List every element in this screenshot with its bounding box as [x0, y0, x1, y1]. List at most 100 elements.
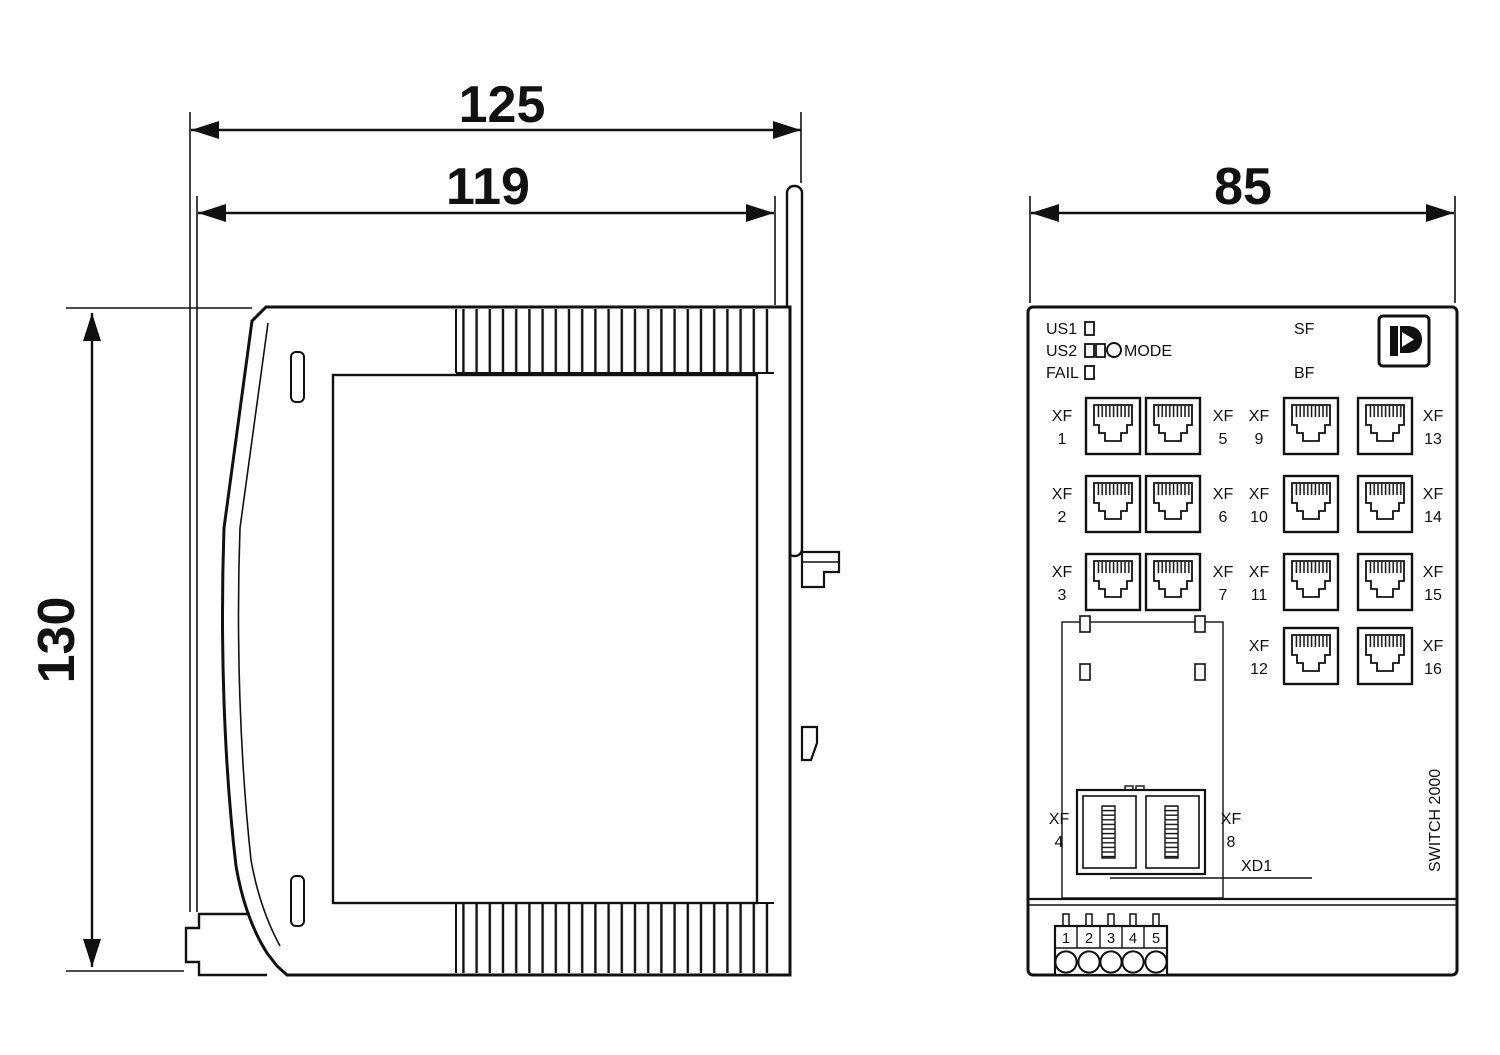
port-group-left: XF 1 XF 2 XF 3 XF 5 XF 6 XF 7: [1052, 396, 1234, 612]
terminal-screw-1: [1054, 950, 1078, 974]
rj45-port-xf10: [1282, 474, 1340, 534]
svg-text:8: 8: [1227, 834, 1236, 851]
front-slot-top: [290, 351, 305, 403]
port-label-xf12: XF 12: [1249, 638, 1270, 678]
rj45-port-xf7: [1144, 552, 1202, 612]
svg-text:XF: XF: [1423, 638, 1444, 655]
port-label-xf2: XF 2: [1052, 486, 1073, 526]
terminal-pin-label-1: 1: [1062, 931, 1070, 947]
svg-text:11: 11: [1251, 587, 1268, 604]
port-label-xf11: XF 11: [1249, 564, 1270, 604]
sfp-slot-xf4: [1082, 795, 1137, 869]
front-view: 8 5 US1 US2 FAIL MODE SF BF: [1026, 158, 1459, 977]
arrowhead-right: [773, 121, 801, 139]
port-label-xf6: XF 6: [1213, 486, 1234, 526]
rj45-port-xf14: [1356, 474, 1414, 534]
rj45-port-xf2: [1084, 474, 1142, 534]
svg-text:13: 13: [1424, 431, 1442, 448]
svg-text:2: 2: [1058, 509, 1067, 526]
terminal-pin: [1062, 913, 1070, 927]
terminal-pin: [1107, 913, 1115, 927]
dim-body-width-label: 119: [446, 158, 530, 216]
product-name-label: SWITCH 2000: [1427, 769, 1444, 872]
rj45-port-xf16: [1356, 626, 1414, 686]
port-label-xf16: XF 16: [1423, 638, 1444, 678]
svg-text:XF: XF: [1249, 564, 1270, 581]
arrowhead-bottom: [83, 939, 101, 967]
port-label-xf8: XF 8: [1221, 811, 1242, 851]
svg-text:XF: XF: [1052, 486, 1073, 503]
svg-text:XF: XF: [1052, 564, 1073, 581]
terminal-pin: [1129, 913, 1137, 927]
port-label-xf1: XF 1: [1052, 408, 1073, 448]
sfp-connector-xf8: [1164, 805, 1179, 859]
rj45-port-xf11: [1282, 552, 1340, 612]
svg-text:XF: XF: [1249, 408, 1270, 425]
port-label-xf9: XF 9: [1249, 408, 1270, 448]
arrowhead-left: [198, 204, 226, 222]
terminal-pin-label-4: 4: [1129, 931, 1137, 947]
screw-hole: [1079, 615, 1091, 633]
svg-text:15: 15: [1424, 587, 1442, 604]
mounting-foot: [184, 912, 267, 977]
svg-text:XF: XF: [1052, 408, 1073, 425]
svg-text:16: 16: [1424, 661, 1442, 678]
svg-text:XF: XF: [1423, 564, 1444, 581]
fail-led: [1084, 365, 1095, 380]
rj45-port-xf5: [1144, 396, 1202, 456]
mode-button-label: MODE: [1124, 343, 1172, 360]
terminal-screw-2: [1077, 950, 1101, 974]
us2-led: [1084, 343, 1095, 358]
terminal-screw-5: [1144, 950, 1168, 974]
port-group-right: XF 9 XF 10 XF 11 XF 12 XF 13 XF 14: [1249, 396, 1444, 686]
sfp-slot-xf8: [1145, 795, 1200, 869]
port-label-xf15: XF 15: [1423, 564, 1444, 604]
rj45-port-xf13: [1356, 396, 1414, 456]
xd1-label: XD1: [1241, 858, 1272, 875]
svg-text:12: 12: [1250, 661, 1268, 678]
svg-text:XF: XF: [1049, 811, 1070, 828]
svg-text:XF: XF: [1221, 811, 1242, 828]
us2-led-b: [1095, 343, 1106, 358]
svg-text:9: 9: [1255, 431, 1264, 448]
led-label-us2: US2: [1046, 343, 1077, 360]
rj45-port-xf15: [1356, 552, 1414, 612]
rj45-port-xf12: [1282, 626, 1340, 686]
side-label-area: [331, 373, 759, 905]
arrowhead-right: [1426, 204, 1454, 222]
dim-overall-width: 125: [189, 76, 802, 912]
svg-text:1: 1: [1058, 431, 1067, 448]
sfp-area-outline: [1061, 621, 1224, 899]
port-label-xf13: XF 13: [1423, 408, 1444, 448]
screw-hole: [1194, 663, 1206, 681]
rj45-port-xf3: [1084, 552, 1142, 612]
svg-text:XF: XF: [1213, 486, 1234, 503]
dim-height-label: 130: [28, 597, 86, 684]
screw-hole: [1194, 615, 1206, 633]
svg-text:XF: XF: [1423, 486, 1444, 503]
vent-slats-top: [455, 309, 774, 374]
front-slot-bottom: [290, 875, 305, 927]
led-label-fail: FAIL: [1046, 365, 1079, 382]
dim-overall-width-label: 125: [459, 76, 546, 134]
svg-text:XF: XF: [1249, 638, 1270, 655]
terminal-pin: [1152, 913, 1160, 927]
din-rail-hook: [800, 725, 819, 762]
port-label-xf3: XF 3: [1052, 564, 1073, 604]
side-view: 125 119 130: [28, 76, 841, 977]
svg-text:XF: XF: [1249, 486, 1270, 503]
phoenix-contact-logo-icon: [1377, 314, 1431, 368]
rj45-port-xf1: [1084, 396, 1142, 456]
sfp-area: XF 4 XF 8 XD1: [1049, 615, 1312, 899]
led-block: US1 US2 FAIL MODE: [1046, 321, 1172, 382]
terminal-block: 1 2 3 4 5: [1053, 913, 1169, 977]
rj45-port-xf6: [1144, 474, 1202, 534]
terminal-screw-4: [1121, 950, 1145, 974]
svg-text:4: 4: [1055, 834, 1064, 851]
terminal-screw-3: [1099, 950, 1123, 974]
bf-label: BF: [1294, 365, 1315, 382]
terminal-pin-label-5: 5: [1152, 931, 1160, 947]
sf-label: SF: [1294, 321, 1315, 338]
rj45-port-xf9: [1282, 396, 1340, 456]
